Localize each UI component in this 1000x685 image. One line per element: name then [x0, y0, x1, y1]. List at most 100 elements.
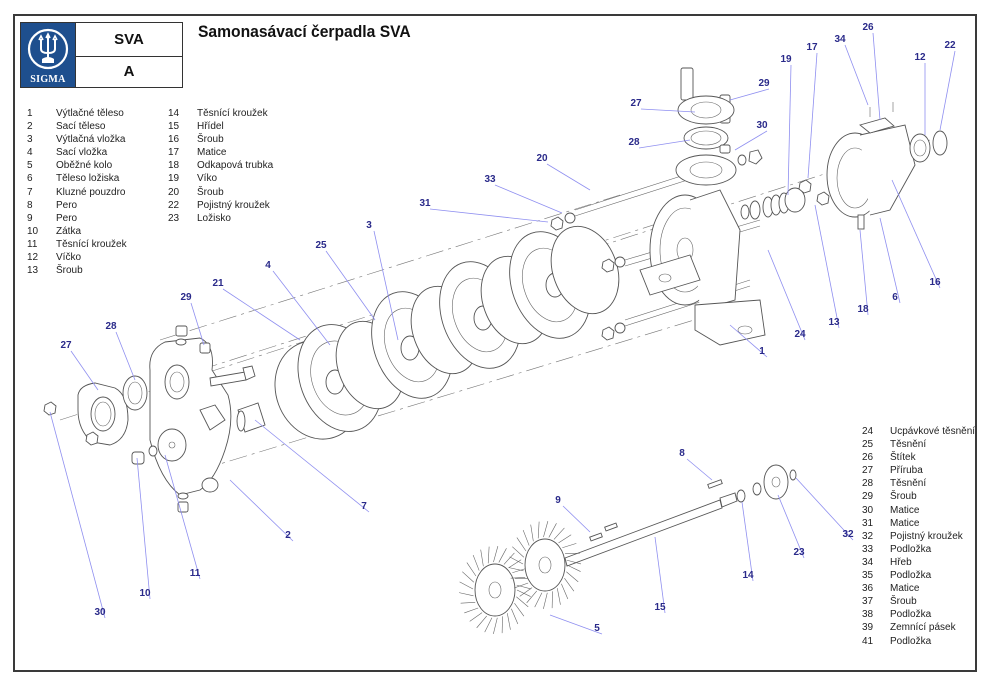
part-number: 36 — [862, 583, 874, 595]
part-number: 13 — [27, 265, 39, 277]
leader-line — [190, 302, 205, 346]
part-name: Těleso ložiska — [56, 173, 120, 185]
leader-line — [229, 479, 294, 542]
callout-label: 13 — [828, 317, 840, 328]
leader-line — [844, 44, 869, 106]
callout-label: 14 — [742, 570, 754, 581]
callout-label: 28 — [628, 137, 640, 148]
part-number: 4 — [27, 147, 33, 159]
callout-label: 27 — [60, 340, 72, 351]
part-number: 25 — [862, 439, 874, 451]
leader-line — [686, 458, 713, 481]
leader-line — [767, 249, 806, 341]
callout-label: 29 — [758, 78, 770, 89]
callout-label: 33 — [484, 174, 496, 185]
callout-label: 1 — [759, 346, 765, 357]
stuffing-box-parts — [740, 179, 830, 220]
part-name: Šroub — [197, 186, 224, 198]
part-number: 2 — [27, 121, 33, 133]
model-code: SVA — [76, 23, 182, 57]
callout-label: 32 — [842, 529, 854, 540]
part-name: Ucpávkové těsnění — [890, 426, 976, 437]
part-name: Matice — [890, 517, 920, 529]
callout-label: 20 — [536, 153, 548, 164]
callout-label: 18 — [857, 304, 869, 315]
discharge-body-part — [639, 189, 766, 346]
leader-line — [654, 536, 666, 614]
part-name: Pero — [56, 212, 78, 224]
callout-label: 27 — [630, 98, 642, 109]
leader-line — [638, 139, 691, 149]
leader-line — [70, 350, 99, 391]
part-number: 39 — [862, 622, 874, 634]
leader-line — [562, 505, 591, 533]
part-number: 24 — [862, 426, 874, 437]
callout-label: 30 — [756, 120, 768, 131]
logo-text: SIGMA — [30, 74, 66, 85]
part-number: 26 — [862, 452, 874, 464]
part-name: Kluzné pouzdro — [56, 186, 126, 198]
bearing-housing-part — [826, 102, 948, 230]
part-number: 37 — [862, 596, 874, 608]
part-number: 19 — [168, 173, 180, 185]
callout-label: 26 — [862, 22, 874, 33]
callout-label: 24 — [794, 329, 806, 340]
sigma-logo: SIGMA — [20, 22, 76, 88]
part-number: 11 — [27, 238, 38, 250]
callout-label: 22 — [944, 40, 956, 51]
page-title: Samonasávací čerpadla SVA — [198, 22, 411, 41]
callout-label: 8 — [679, 448, 685, 459]
callout-label: 2 — [285, 530, 291, 541]
impeller — [508, 521, 582, 610]
part-name: Šroub — [890, 596, 917, 608]
leader-line — [272, 270, 331, 346]
part-number: 28 — [862, 478, 874, 490]
part-name: Podložka — [890, 570, 932, 582]
leader-line — [49, 411, 106, 619]
legend-row: 24 Ucpávkové těsnění — [862, 425, 975, 438]
part-number: 27 — [862, 465, 874, 477]
leader-line — [879, 217, 901, 304]
leader-line — [814, 204, 840, 329]
part-number: 6 — [27, 173, 33, 185]
leader-line — [494, 184, 563, 214]
callout-label: 7 — [361, 501, 367, 512]
part-number: 29 — [862, 491, 874, 503]
leader-line — [640, 108, 696, 113]
leader-line — [325, 250, 376, 321]
leader-line — [429, 208, 549, 223]
leader-line — [729, 88, 770, 101]
legend-row: 9 Pero — [27, 212, 127, 225]
callout-label: 28 — [105, 321, 117, 332]
part-number: 22 — [168, 199, 180, 211]
callout-label: 30 — [94, 607, 106, 618]
part-name: Zemnící pásek — [890, 622, 956, 634]
part-name: Víčko — [56, 252, 82, 264]
part-number: 41 — [862, 635, 874, 647]
part-number: 20 — [168, 186, 180, 198]
discharge-flange-stack — [675, 67, 763, 186]
part-number: 9 — [27, 212, 33, 224]
legend-row: 20 Šroub — [168, 186, 273, 199]
